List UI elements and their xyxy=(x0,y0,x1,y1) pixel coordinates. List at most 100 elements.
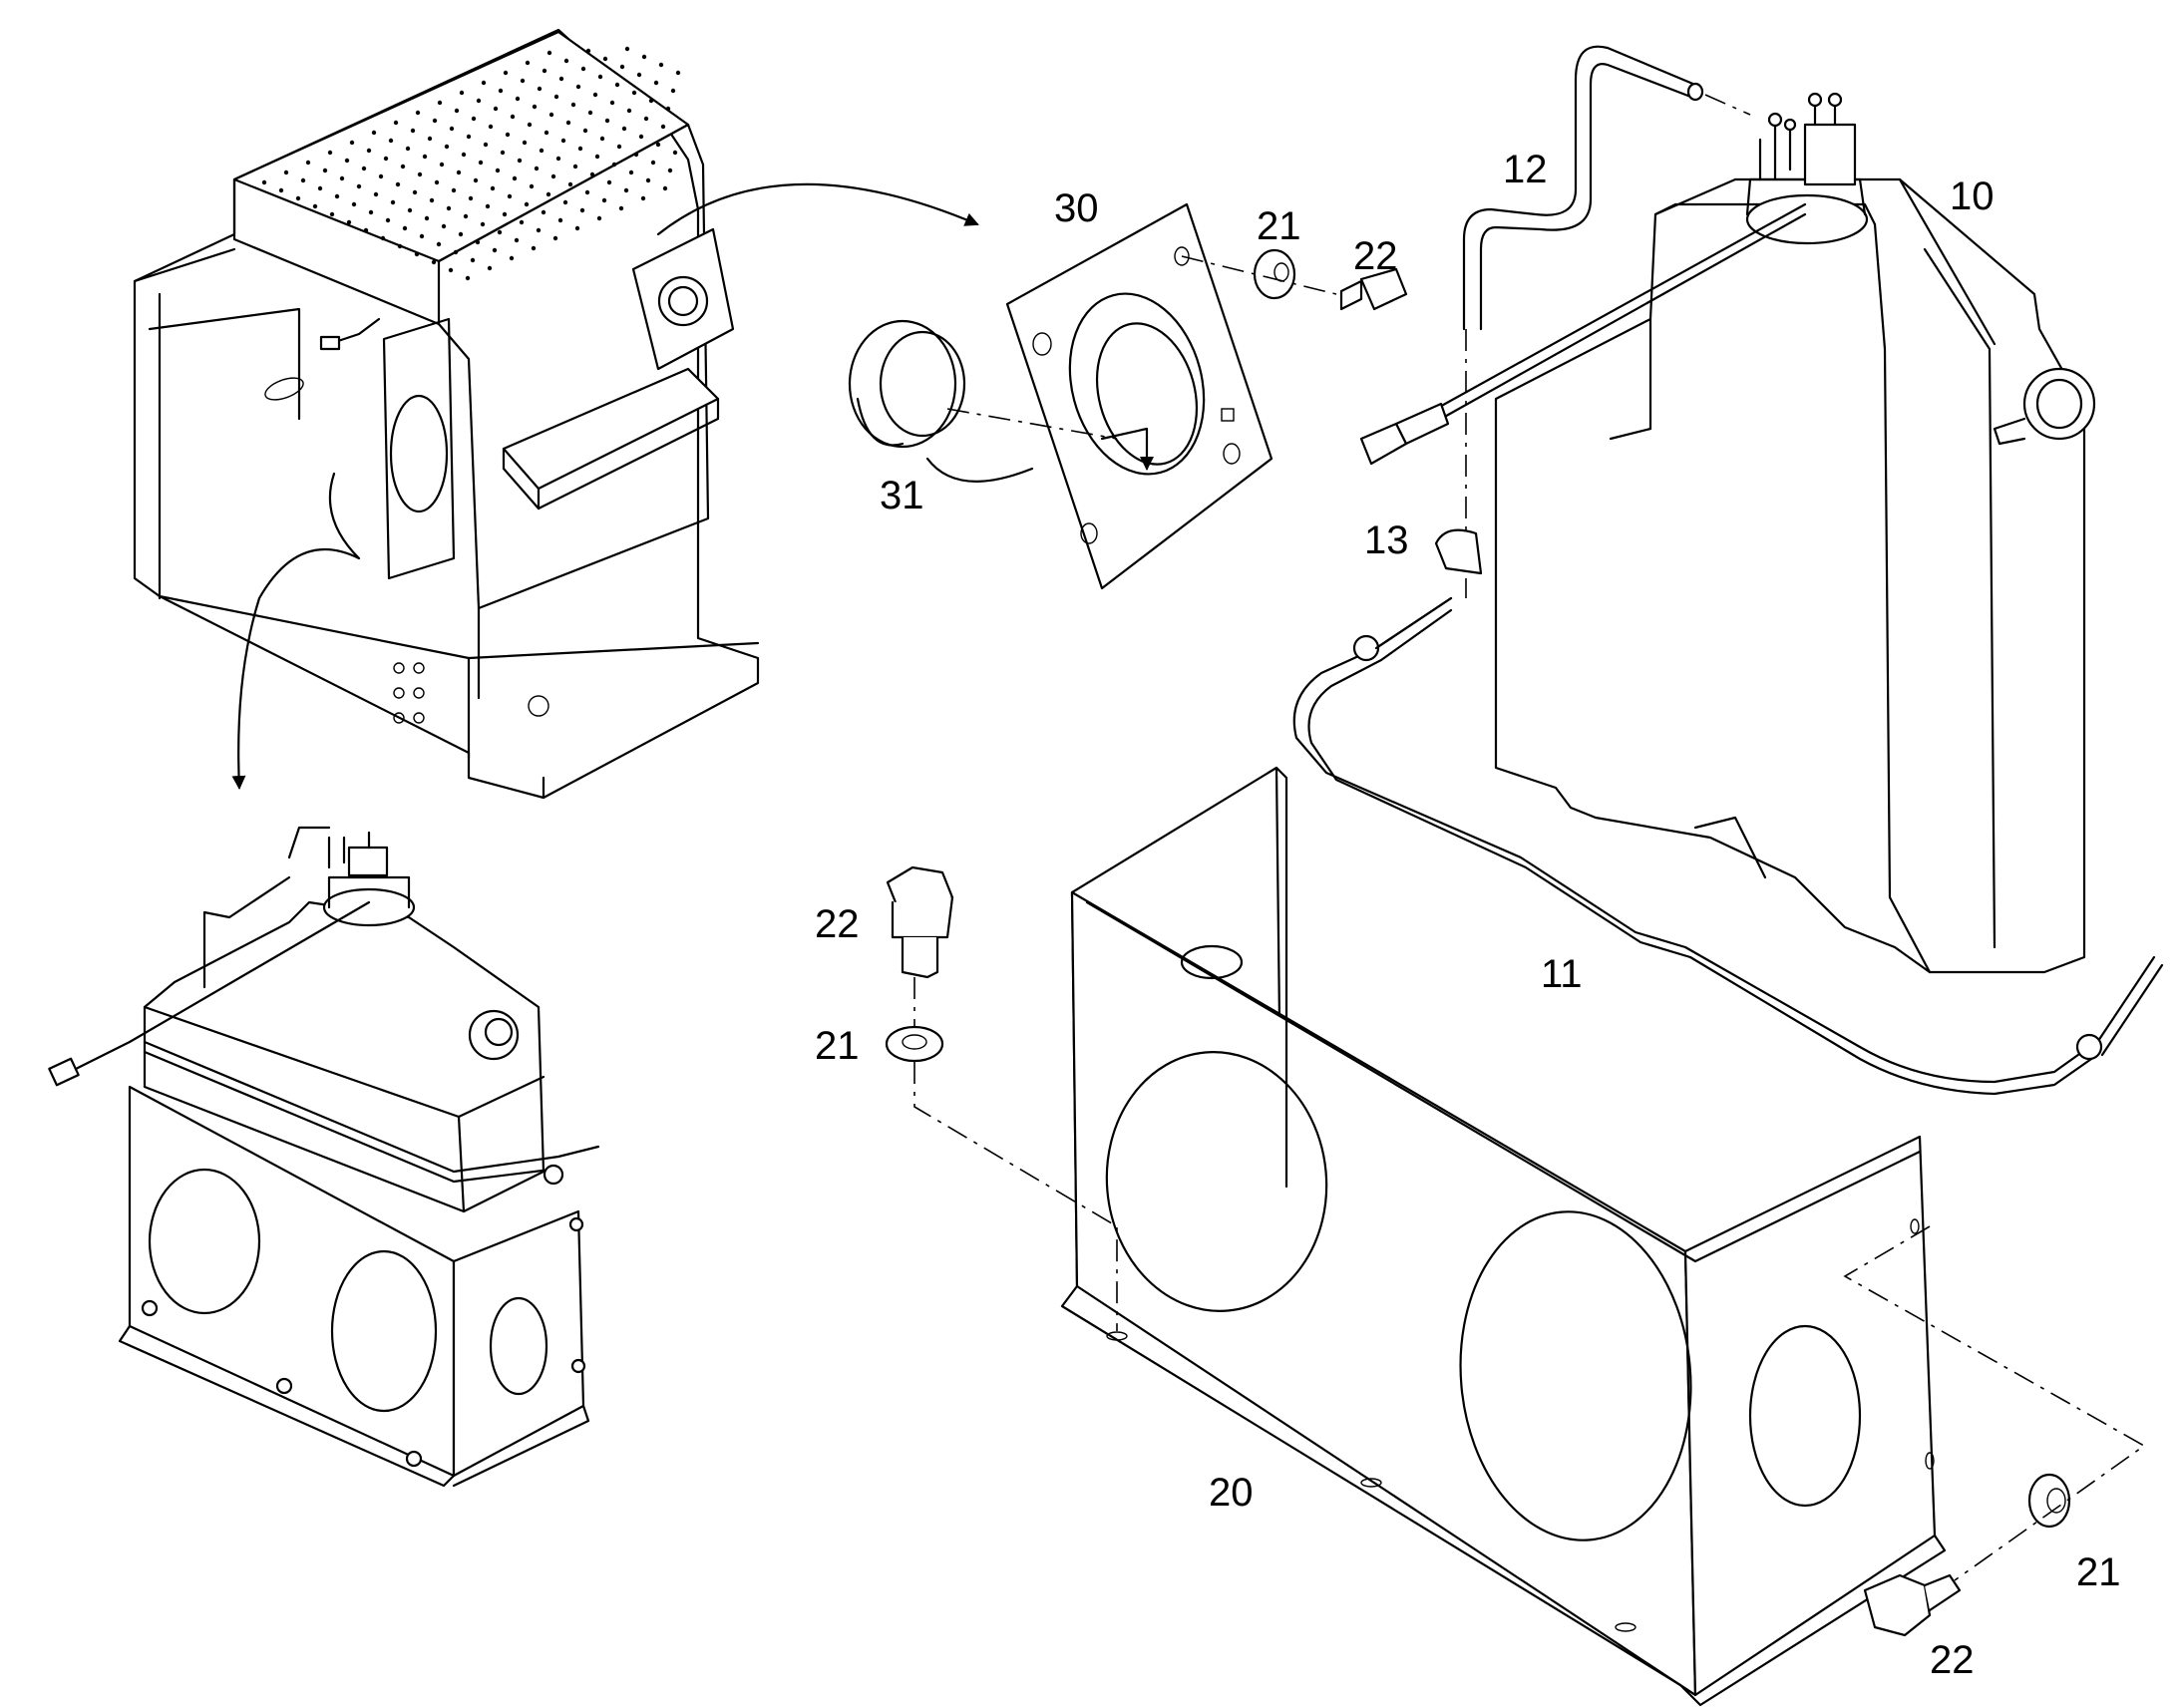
perforation-dot xyxy=(650,160,656,166)
perforation-dot xyxy=(493,106,499,112)
callout-12: 12 xyxy=(1503,148,1548,191)
perforation-dot xyxy=(660,124,666,130)
perforation-dot xyxy=(638,134,644,140)
perforation-dot xyxy=(473,177,479,183)
perforation-dot xyxy=(283,170,289,175)
perforation-dot xyxy=(579,207,585,213)
perforation-dot xyxy=(550,173,556,179)
perforation-dot xyxy=(524,201,530,207)
callout-21-bottom: 21 xyxy=(2076,1550,2121,1594)
perforation-dot xyxy=(373,191,379,197)
perforation-dot xyxy=(436,241,442,247)
perforation-dot xyxy=(552,235,558,241)
perforation-dot xyxy=(544,130,549,136)
perforation-dot xyxy=(487,265,493,271)
perforation-dot xyxy=(606,179,612,185)
perforation-dot xyxy=(626,108,632,114)
perforation-dot xyxy=(602,56,608,62)
perforation-dot xyxy=(572,164,578,170)
perforation-dot xyxy=(534,166,540,171)
perforation-dot xyxy=(536,227,542,233)
perforation-dot xyxy=(509,255,515,261)
perforation-dot xyxy=(495,168,501,173)
perforation-dot xyxy=(449,126,455,132)
perforation-dot xyxy=(488,124,494,130)
perforation-dot xyxy=(570,102,576,108)
perforation-dot xyxy=(555,156,561,162)
washer-top xyxy=(1253,248,1296,300)
perforation-dot xyxy=(470,257,476,263)
perforation-dot xyxy=(402,225,408,231)
perforation-dot xyxy=(397,243,403,249)
perforation-dot xyxy=(410,128,416,134)
washer-tank xyxy=(1359,92,2096,974)
perforation-dot xyxy=(614,82,620,88)
perforation-dot xyxy=(587,110,593,116)
perforation-dot xyxy=(585,48,591,54)
perforation-dot xyxy=(424,215,430,221)
perforation-dot xyxy=(641,54,647,60)
perforation-dot xyxy=(604,118,610,124)
perforation-dot xyxy=(611,162,617,168)
perforation-dot xyxy=(643,116,649,122)
perforation-dot xyxy=(640,195,646,201)
perforation-dot xyxy=(339,175,345,181)
perforation-dot xyxy=(480,221,486,227)
perforation-dot xyxy=(503,70,509,76)
callout-31: 31 xyxy=(880,474,924,517)
perforation-dot xyxy=(466,134,472,140)
perforation-dot xyxy=(356,183,362,189)
bolt-mid xyxy=(886,865,954,979)
callout-13: 13 xyxy=(1364,518,1409,562)
perforation-dot xyxy=(624,46,630,52)
perforation-dot xyxy=(388,138,394,144)
perforation-dot xyxy=(574,225,580,231)
cover-plate xyxy=(1005,202,1273,590)
perforation-dot xyxy=(531,245,537,251)
perforation-dot xyxy=(400,164,406,170)
perforation-dot xyxy=(662,185,668,191)
perforation-dot xyxy=(500,150,506,156)
perforation-dot xyxy=(532,104,538,110)
perforation-dot xyxy=(383,156,389,162)
perforation-dot xyxy=(520,78,526,84)
perforation-dot xyxy=(453,249,459,255)
perforation-dot xyxy=(519,219,525,225)
callout-20: 20 xyxy=(1209,1471,1254,1515)
perforation-dot xyxy=(558,76,564,82)
perforation-dot xyxy=(623,187,629,193)
perforation-dot xyxy=(261,179,267,185)
perforation-dot xyxy=(478,160,484,166)
perforation-dot xyxy=(295,195,301,201)
perforation-dot xyxy=(305,160,311,166)
callout-22-bottom: 22 xyxy=(1930,1638,1975,1682)
perforation-dot xyxy=(439,162,445,168)
perforation-dot xyxy=(507,193,513,199)
perforation-dot xyxy=(434,179,440,185)
perforation-dot xyxy=(510,114,516,120)
perforation-dot xyxy=(565,120,571,126)
perforation-dot xyxy=(589,171,595,177)
perforation-dot xyxy=(546,50,552,56)
perforation-dot xyxy=(667,168,673,173)
perforation-dot xyxy=(346,219,352,225)
perforation-dot xyxy=(548,112,554,118)
perforation-dot xyxy=(427,136,433,142)
perforation-dot xyxy=(633,152,639,158)
perforation-dot xyxy=(432,118,438,124)
perforation-dot xyxy=(471,116,477,122)
perforation-dot xyxy=(562,199,568,205)
perforation-dot xyxy=(468,195,474,201)
roof-perforations xyxy=(261,46,681,281)
perforation-dot xyxy=(618,205,624,211)
perforation-dot xyxy=(512,175,518,181)
perforation-dot xyxy=(458,231,464,237)
perforation-dot xyxy=(545,191,551,197)
perforation-dot xyxy=(444,144,450,150)
perforation-dot xyxy=(502,211,508,217)
perforation-dot xyxy=(476,98,482,104)
perforation-dot xyxy=(437,100,443,106)
perforation-dot xyxy=(665,106,671,112)
perforation-dot xyxy=(592,92,598,98)
